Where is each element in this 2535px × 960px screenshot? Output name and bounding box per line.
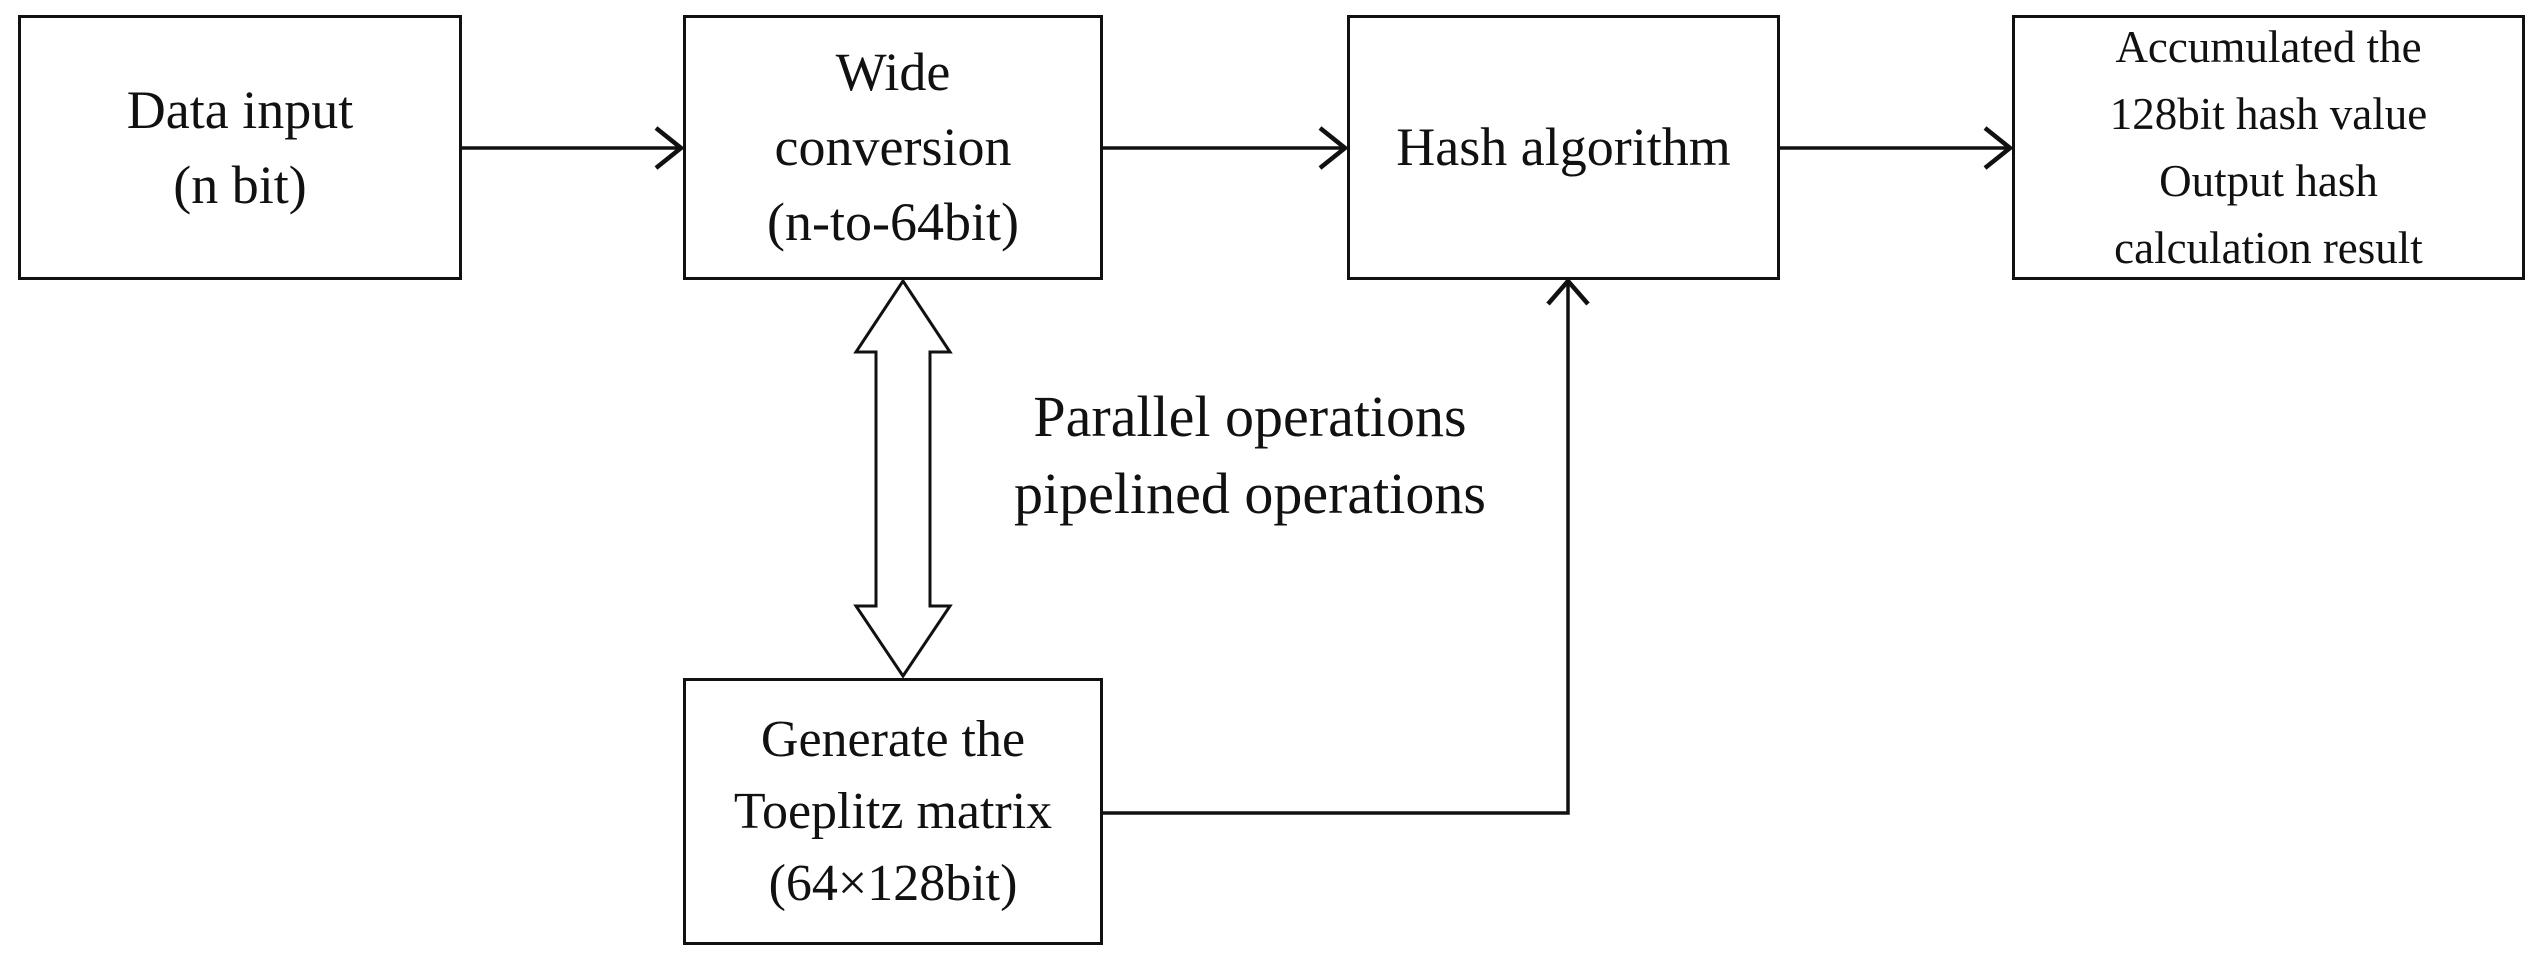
text-line: Toeplitz matrix xyxy=(733,782,1053,840)
text-line: calculation result xyxy=(2114,222,2423,273)
box-wide-conversion: Wide conversion (n-to-64bit) xyxy=(683,15,1103,280)
box-hash-algorithm: Hash algorithm xyxy=(1347,15,1780,280)
text-line: 128bit hash value xyxy=(2109,88,2428,139)
text-line: Hash algorithm xyxy=(1396,117,1731,177)
arrow-hash-to-output xyxy=(1780,126,2014,170)
connector-toeplitz-to-hash xyxy=(1103,277,1590,815)
text-line: (n bit) xyxy=(173,154,307,215)
text-line: Accumulated the xyxy=(2115,21,2422,72)
text-line: Generate the xyxy=(760,710,1026,768)
text-line: Data input xyxy=(126,79,354,140)
box-data-input: Data input (n bit) xyxy=(18,15,462,280)
box-toeplitz-matrix: Generate the Toeplitz matrix (64×128bit) xyxy=(683,678,1103,945)
arrow-wide-conversion-to-hash xyxy=(1103,126,1349,170)
text-line: Output hash xyxy=(2159,155,2378,206)
text-line: conversion xyxy=(774,117,1012,177)
text-line: Wide xyxy=(835,42,951,102)
text-line: Parallel operations xyxy=(1033,384,1467,449)
box-output-result: Accumulated the 128bit hash value Output… xyxy=(2012,15,2525,280)
text-line: (64×128bit) xyxy=(768,854,1018,912)
parallel-pipelined-label: Parallel operations pipelined operations xyxy=(955,378,1545,532)
text-line: pipelined operations xyxy=(1014,461,1486,526)
arrow-data-input-to-wide-conversion xyxy=(462,126,685,170)
double-arrow-wide-conversion-toeplitz xyxy=(853,278,953,679)
text-line: (n-to-64bit) xyxy=(767,192,1019,252)
